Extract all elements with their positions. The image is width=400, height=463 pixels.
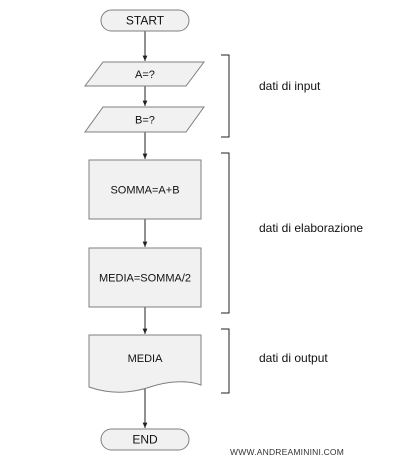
- end-node: END: [100, 428, 190, 451]
- output-document-label: MEDIA: [128, 353, 164, 365]
- input-a-label: A=?: [135, 69, 155, 81]
- output-group-label: dati di output: [259, 351, 328, 365]
- input-a-node: A=?: [84, 61, 205, 87]
- input-b-label: B=?: [135, 115, 155, 127]
- process-sum-label: SOMMA=A+B: [110, 185, 179, 197]
- start-node: START: [100, 9, 190, 32]
- output-group-bracket: [221, 328, 230, 394]
- input-b-node: B=?: [84, 106, 205, 133]
- processing-group-bracket: [221, 152, 230, 314]
- processing-group-label: dati di elaborazione: [259, 221, 363, 235]
- start-label: START: [126, 14, 165, 28]
- end-label: END: [132, 433, 158, 447]
- input-group-label: dati di input: [259, 79, 321, 93]
- process-sum-node: SOMMA=A+B: [88, 159, 202, 220]
- input-group-bracket: [221, 54, 230, 138]
- watermark-text: WWW.ANDREAMININI.COM: [230, 447, 344, 457]
- process-avg-node: MEDIA=SOMMA/2: [88, 247, 202, 308]
- output-document-node: MEDIA: [88, 334, 202, 393]
- process-avg-label: MEDIA=SOMMA/2: [99, 273, 191, 285]
